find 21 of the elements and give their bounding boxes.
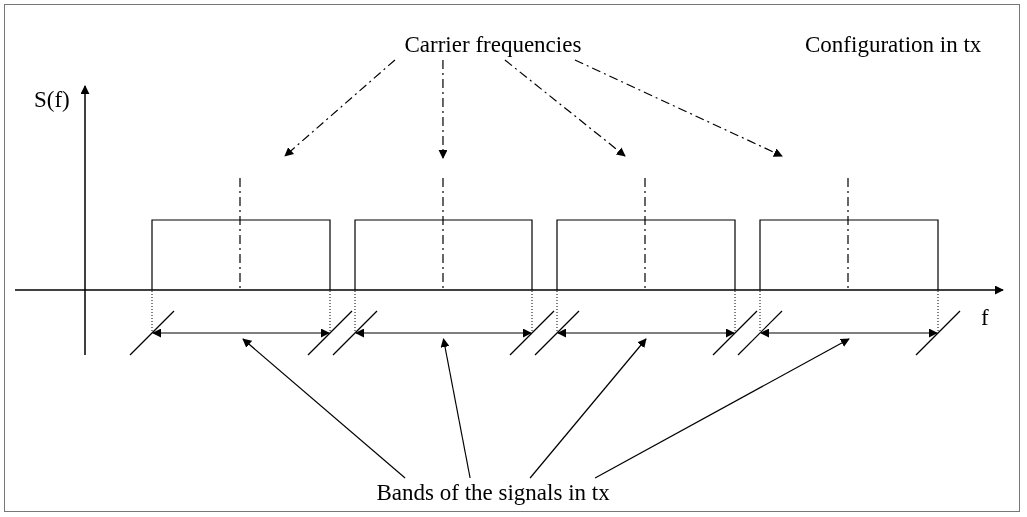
bands-label: Bands of the signals in tx [376, 480, 610, 506]
leader-arrow [242, 338, 406, 479]
leader-arrow [504, 59, 626, 157]
carrier-line [239, 177, 241, 291]
leader-arrow [438, 59, 448, 159]
band-dimension-line [355, 328, 532, 338]
band-dimension-line [152, 328, 330, 338]
axis-label: S(f) [34, 87, 70, 113]
leader-arrow [574, 59, 783, 157]
leader-arrow [594, 338, 850, 479]
carrier-line [847, 177, 849, 291]
band-dimension-line [557, 328, 735, 338]
configuration-label: Configuration in tx [805, 32, 982, 58]
carrier-line [442, 177, 444, 291]
leader-arrow [284, 59, 396, 157]
axis-label: f [981, 305, 989, 331]
band-dimension-line [760, 328, 938, 338]
leader-arrow [529, 338, 647, 479]
leader-arrow [440, 338, 471, 479]
carrier-frequencies-label: Carrier frequencies [404, 32, 582, 58]
carrier-line [644, 177, 646, 291]
